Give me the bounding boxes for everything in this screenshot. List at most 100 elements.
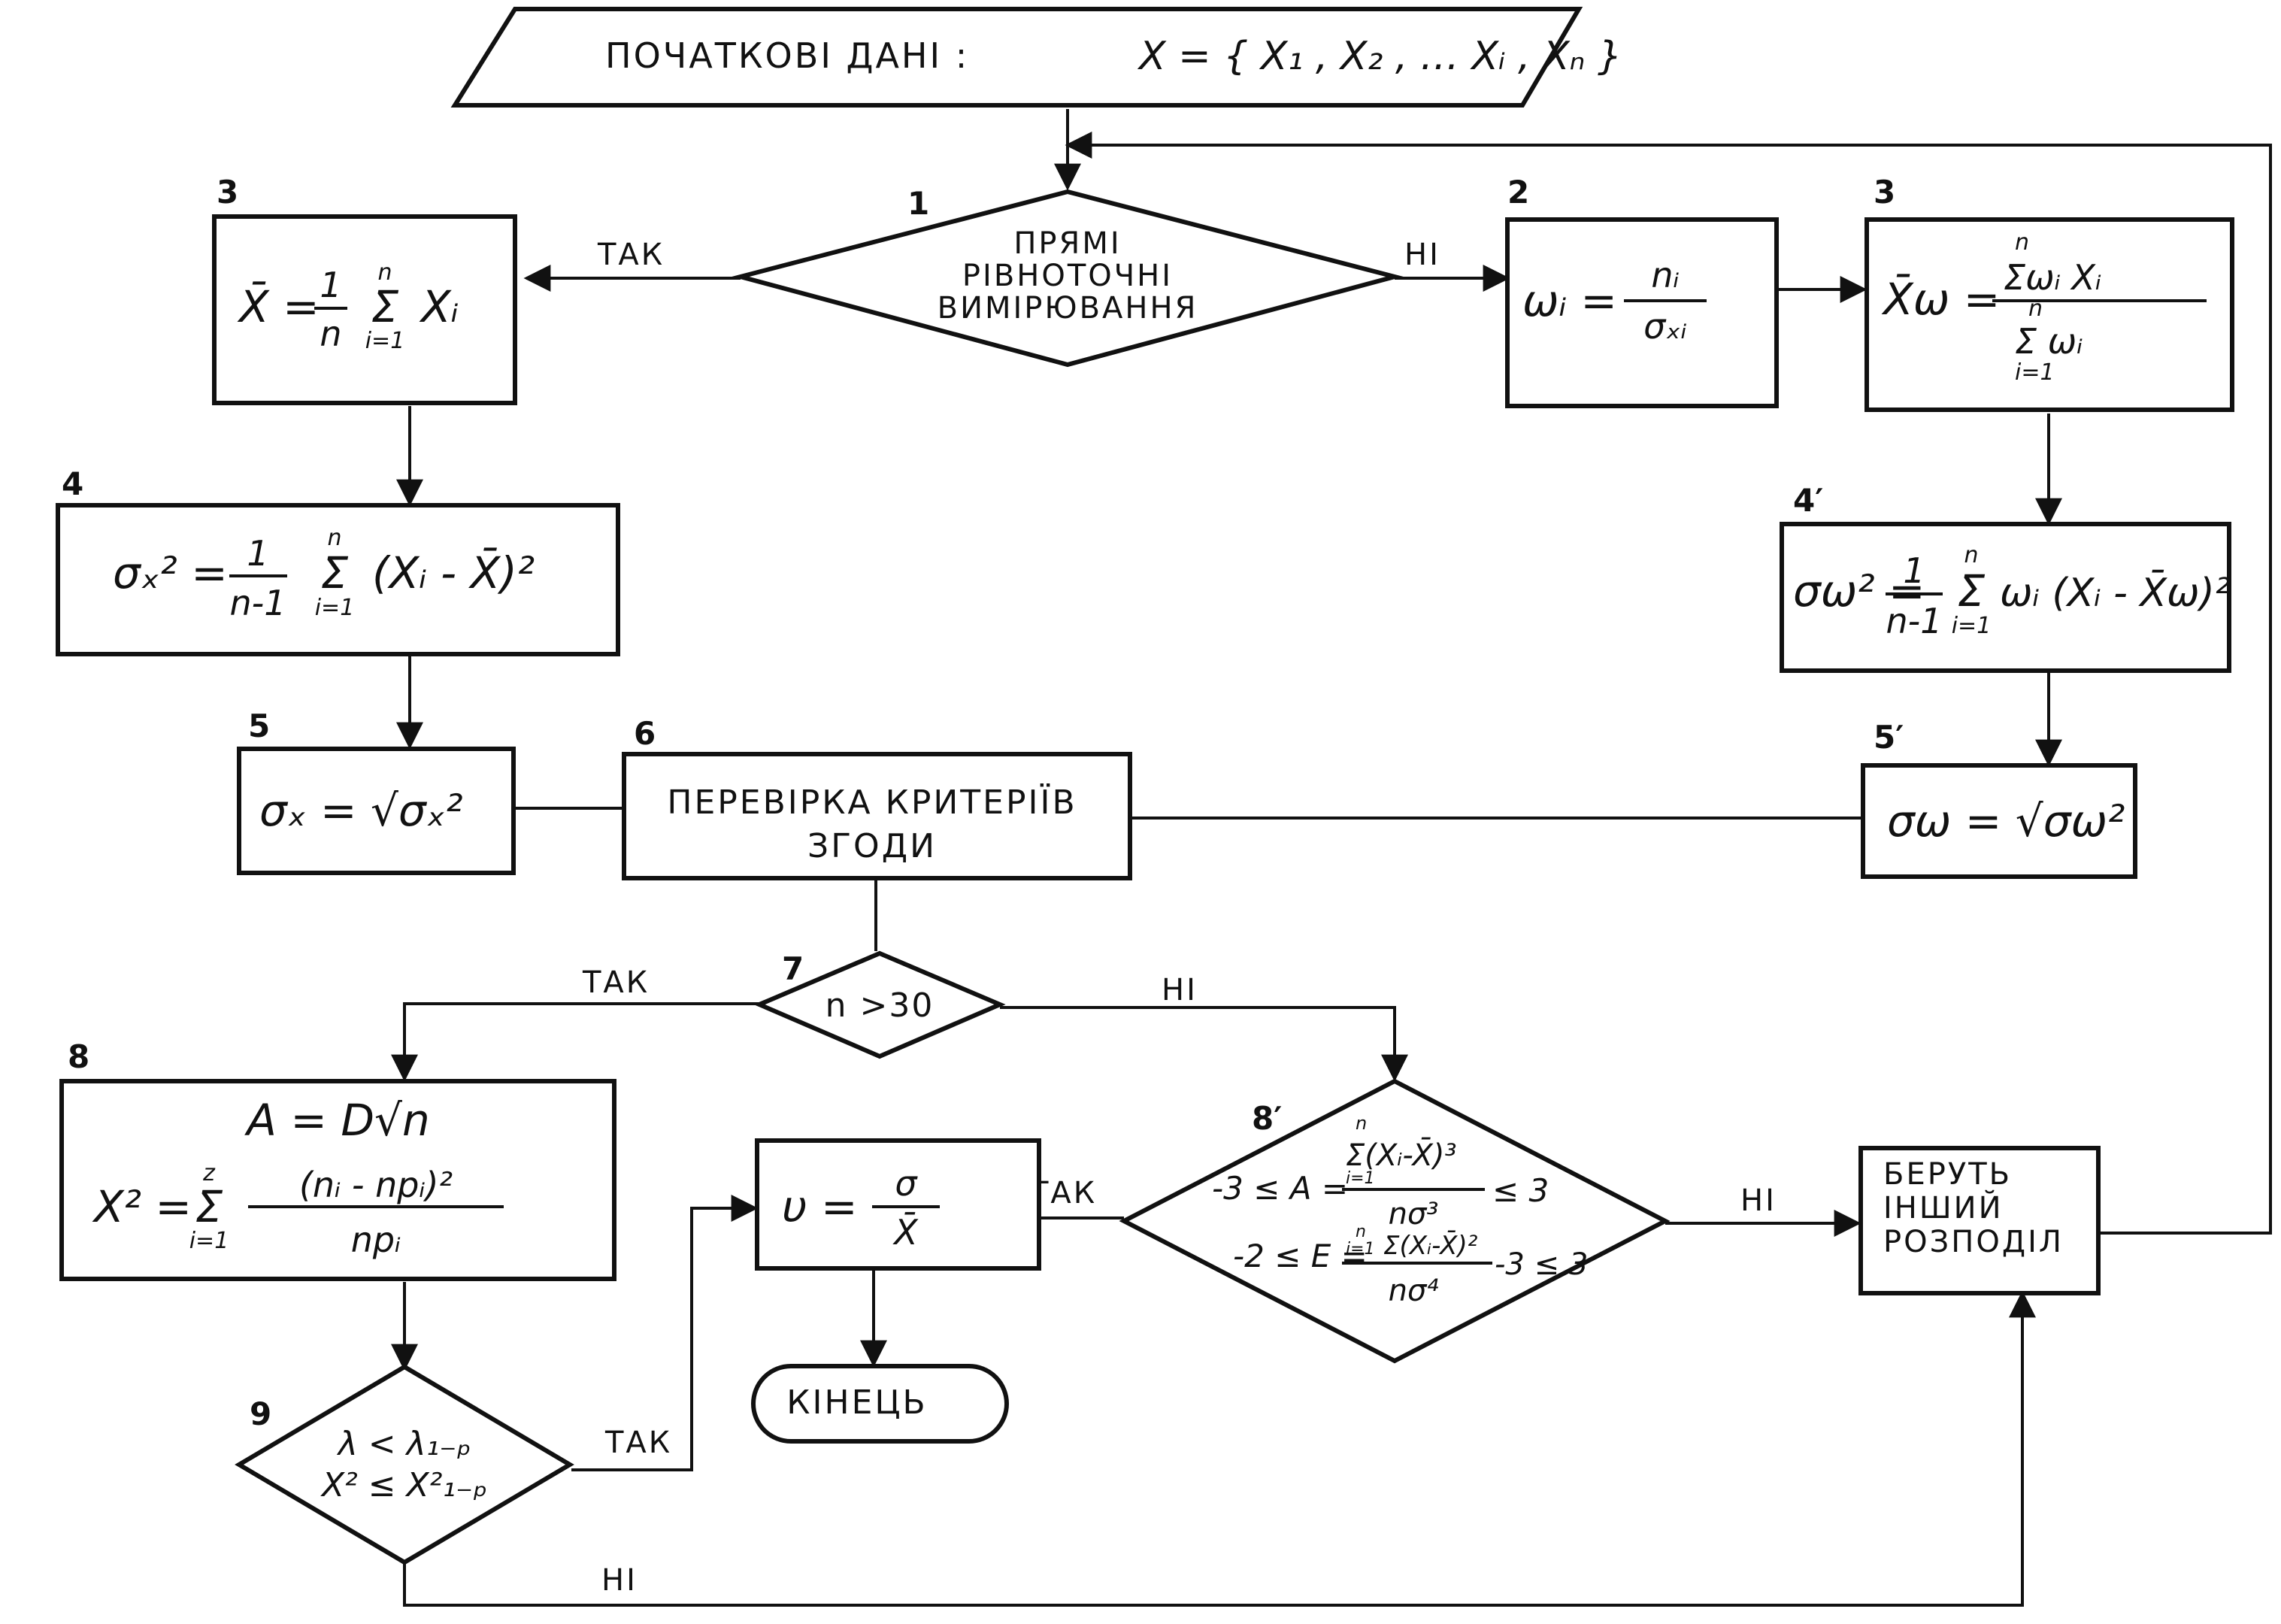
b3r-denominator: Σ ωᵢ xyxy=(2015,321,2083,362)
b3r-lhs: X̄ω = xyxy=(1881,272,2000,325)
b4-number: 4 xyxy=(62,465,83,502)
b4-coef-num: 1 xyxy=(247,533,268,574)
b8-box xyxy=(59,1079,616,1281)
b8-line-1: A = D√n xyxy=(244,1095,430,1146)
block-2-weights: 2 ωᵢ = nᵢ σₓᵢ xyxy=(1505,174,1779,408)
b9-number: 9 xyxy=(250,1395,271,1432)
block-variation: υ = σ X̄ xyxy=(755,1138,1041,1271)
b8-numerator: (nᵢ - npᵢ)² xyxy=(299,1165,453,1205)
block-4-variance: 4 σₓ² = 1 n-1 n Σ i=1 (Xᵢ - X̄)² xyxy=(56,465,620,656)
v-box xyxy=(755,1138,1041,1271)
end-block: КІНЕЦЬ xyxy=(751,1364,1009,1444)
edge-b7-no xyxy=(1000,1006,1408,1082)
b3-sigma-icon: Σ xyxy=(371,281,399,332)
b4r-sum-bottom: i=1 xyxy=(1952,613,1992,639)
b8r-e-num-top: n xyxy=(1356,1223,1366,1241)
b5-formula: σₓ = √σₓ² xyxy=(259,785,463,836)
b4r-sigma-icon: Σ xyxy=(1958,565,1986,617)
label-b8r-no: НІ xyxy=(1740,1183,1777,1218)
b2-lhs: ωᵢ = xyxy=(1522,275,1617,326)
b4r-box xyxy=(1780,522,2231,673)
b4r-sum-top: n xyxy=(1964,542,1978,568)
b7-number: 7 xyxy=(782,950,804,987)
b2-denominator: σₓᵢ xyxy=(1643,306,1687,347)
b3-sum-bottom: i=1 xyxy=(365,328,405,354)
block-5-weighted-stddev: 5′ σω = √σω² xyxy=(1861,719,2137,879)
b8r-e-denominator: nσ⁴ xyxy=(1389,1274,1439,1308)
other-box xyxy=(1858,1146,2101,1295)
decision-1: 1 ПРЯМІ РІВНОТОЧНІ ВИМІРЮВАННЯ xyxy=(732,185,1404,368)
start-parallelogram xyxy=(450,7,1583,108)
b4-sum-top: n xyxy=(327,525,341,551)
b8r-e-rhs: -3 ≤ 3 xyxy=(1495,1247,1588,1282)
b8r-e-numerator: Σ(Xᵢ-X̄)² xyxy=(1383,1230,1478,1261)
b8r-e-lhs: -2 ≤ E = xyxy=(1233,1238,1368,1274)
block-3-mean: 3 X̄ = 1 n n Σ i=1 Xᵢ xyxy=(212,174,517,405)
b3-lhs: X̄ = xyxy=(237,280,320,332)
decision-7: 7 n >30 xyxy=(753,950,1006,1059)
edge-loop-back xyxy=(1065,132,2272,1235)
b8-chi-lhs: X² = xyxy=(92,1181,192,1232)
b6-box xyxy=(622,752,1132,880)
b3-box xyxy=(212,214,517,405)
b4r-number: 4′ xyxy=(1793,482,1823,519)
b5r-number: 5′ xyxy=(1874,719,1904,756)
start-block: ПОЧАТКОВІ ДАНІ : X = { X₁ , X₂ , … Xᵢ , … xyxy=(450,7,1622,108)
decision-9: 9 λ < λ₁₋ₚ X² ≤ X²₁₋ₚ xyxy=(235,1364,574,1565)
b8r-a-lhs: -3 ≤ A = xyxy=(1212,1170,1348,1207)
start-label: ПОЧАТКОВІ ДАНІ : xyxy=(605,35,969,76)
b3r-den-bottom: i=1 xyxy=(2015,359,2055,386)
b8r-a-denominator: nσ³ xyxy=(1389,1197,1439,1232)
label-b9-no: НІ xyxy=(601,1563,638,1598)
b8-sigma-icon: Σ xyxy=(195,1181,223,1232)
label-b1-no: НІ xyxy=(1404,238,1440,272)
b5r-box xyxy=(1861,763,2137,879)
b4-lhs: σₓ² = xyxy=(113,547,228,598)
other-line-2: ІНШИЙ xyxy=(1883,1189,2004,1226)
block-5-stddev: 5 σₓ = √σₓ² xyxy=(237,707,516,875)
edge-b9-yes xyxy=(571,1195,759,1471)
block-3-weighted-mean: 3 X̄ω = n Σωᵢ Xᵢ n Σ ωᵢ i=1 xyxy=(1864,174,2234,412)
v-numerator: σ xyxy=(895,1163,918,1204)
b3r-number: 3 xyxy=(1874,174,1895,211)
b7-label: n >30 xyxy=(825,986,935,1025)
b8-sum-top: z xyxy=(202,1160,216,1186)
b4-term: (Xᵢ - X̄)² xyxy=(372,546,535,598)
b8-denominator: npᵢ xyxy=(351,1220,401,1260)
block-other-distribution: БЕРУТЬ ІНШИЙ РОЗПОДІЛ xyxy=(1858,1146,2101,1295)
b4r-lhs: σω² = xyxy=(1793,565,1925,617)
label-b1-yes: ТАК xyxy=(597,238,665,272)
b8r-a-numerator: Σ(Xᵢ-X̄)³ xyxy=(1346,1137,1456,1173)
b2-number: 2 xyxy=(1507,174,1529,211)
b4-sum-bottom: i=1 xyxy=(315,595,355,621)
b1-number: 1 xyxy=(907,185,929,222)
b4-sigma-icon: Σ xyxy=(321,547,349,598)
b5-box xyxy=(237,747,516,875)
b8r-a-rhs: ≤ 3 xyxy=(1492,1172,1549,1209)
b4r-coef-den: n-1 xyxy=(1886,601,1942,641)
label-b7-no: НІ xyxy=(1162,973,1198,1007)
other-line-1: БЕРУТЬ xyxy=(1883,1157,2012,1192)
b3-sum-top: n xyxy=(377,259,392,286)
b9-diamond xyxy=(235,1364,574,1565)
end-label: КІНЕЦЬ xyxy=(786,1383,927,1422)
edge-b9-no xyxy=(403,1290,2036,1607)
v-lhs: υ = xyxy=(782,1181,858,1232)
b9-line-1: λ < λ₁₋ₚ xyxy=(337,1425,471,1463)
v-denominator: X̄ xyxy=(892,1212,919,1253)
b3r-box xyxy=(1864,217,2234,412)
b2-box xyxy=(1505,217,1779,408)
connectors xyxy=(391,109,2272,1607)
b8r-number: 8′ xyxy=(1252,1100,1282,1137)
b4-coef-den: n-1 xyxy=(229,583,286,623)
b8r-e-num-bottom: i=1 xyxy=(1346,1240,1375,1259)
b3-term: Xᵢ xyxy=(419,281,459,332)
block-6-check: 6 ПЕРЕВІРКА КРИТЕРІЇВ ЗГОДИ xyxy=(622,715,1132,880)
label-b9-yes: ТАК xyxy=(604,1426,672,1460)
b8-sum-bottom: i=1 xyxy=(189,1228,229,1254)
b8-number: 8 xyxy=(68,1038,89,1075)
b4r-coef-num: 1 xyxy=(1903,550,1925,591)
b6-line-1: ПЕРЕВІРКА КРИТЕРІЇВ xyxy=(667,783,1077,822)
b7-diamond xyxy=(753,950,1006,1059)
